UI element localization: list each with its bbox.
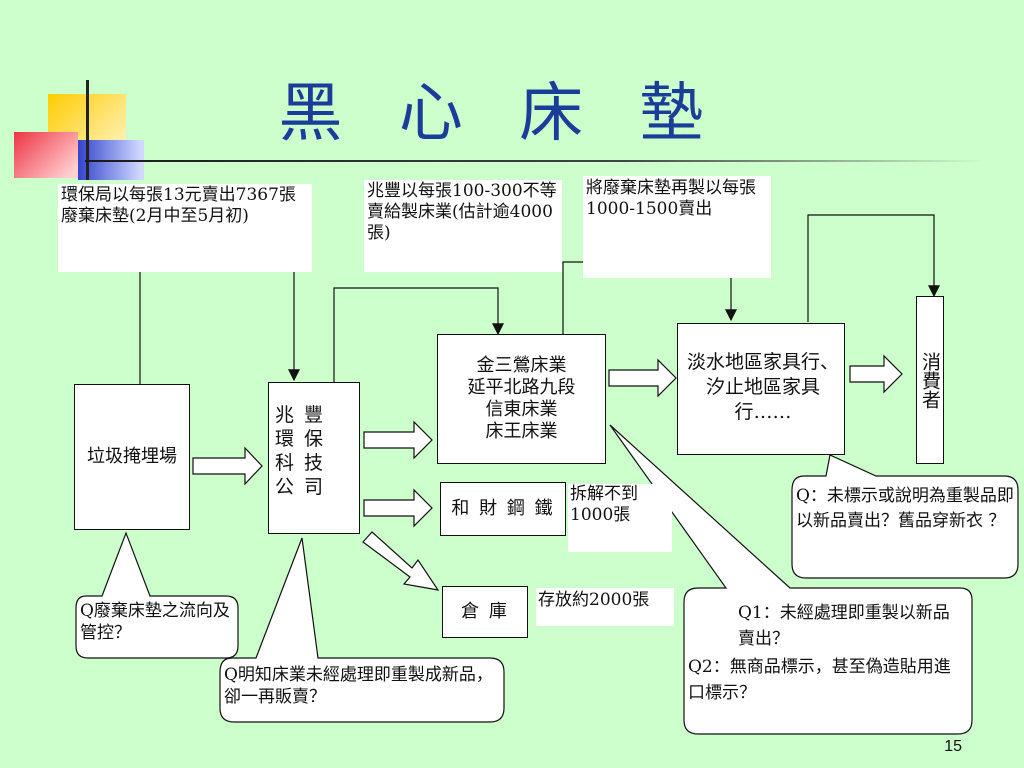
- deco-vertical-line: [86, 80, 89, 180]
- node-consumer: 消費者: [916, 296, 944, 464]
- node-steel: 和 財 鋼 鐵: [440, 482, 566, 536]
- maker-1: 延平北路九段: [467, 377, 576, 398]
- callout-q1: Q1：未經處理即重製以新品賣出？: [738, 603, 950, 649]
- node-landfill: 垃圾掩埋場: [74, 384, 190, 530]
- node-warehouse: 倉 庫: [442, 586, 528, 638]
- page-title: 黑 心 床 墊: [278, 77, 722, 151]
- node-zhaofeng: 兆 豐 環 保 科 技 公 司: [268, 382, 360, 534]
- callout-q2: Q2：無商品標示，甚至偽造貼用進口標示？: [688, 657, 951, 703]
- node-mattress-makers: 金三鶯床業 延平北路九段 信東床業 床王床業: [437, 334, 606, 464]
- maker-0: 金三鶯床業: [476, 355, 567, 376]
- callout-unlabeled: Q：未標示或說明為重製品即以新品賣出？舊品穿新衣 ？: [796, 486, 1014, 531]
- maker-3: 床王床業: [485, 421, 558, 442]
- note-zhaofeng-sale: 兆豐以每張100-300不等賣給製床業(估計逾4000張): [364, 180, 562, 272]
- page-number: 15: [944, 738, 962, 755]
- note-epa-sale: 環保局以每張13元賣出7367張廢棄床墊(2月中至5月初): [58, 184, 312, 272]
- label-dismantle: 拆解不到1000張: [568, 484, 672, 552]
- title-divider: [85, 160, 985, 162]
- note-resell: 將廢棄床墊再製以每張1000-1500賣出: [583, 176, 771, 278]
- callout-flow-control: Q廢棄床墊之流向及管控？: [80, 601, 230, 643]
- node-zhaofeng-label: 兆 豐 環 保 科 技 公 司: [275, 404, 326, 498]
- maker-2: 信東床業: [485, 399, 558, 420]
- node-furniture: 淡水地區家具行、汐止地區家具行……: [677, 323, 845, 455]
- callout-knowing-resale: Q明知床業未經處理即重製成新品，卻一再販賣？: [224, 665, 493, 707]
- label-storage: 存放約2000張: [536, 588, 674, 626]
- deco-red-square: [14, 132, 78, 178]
